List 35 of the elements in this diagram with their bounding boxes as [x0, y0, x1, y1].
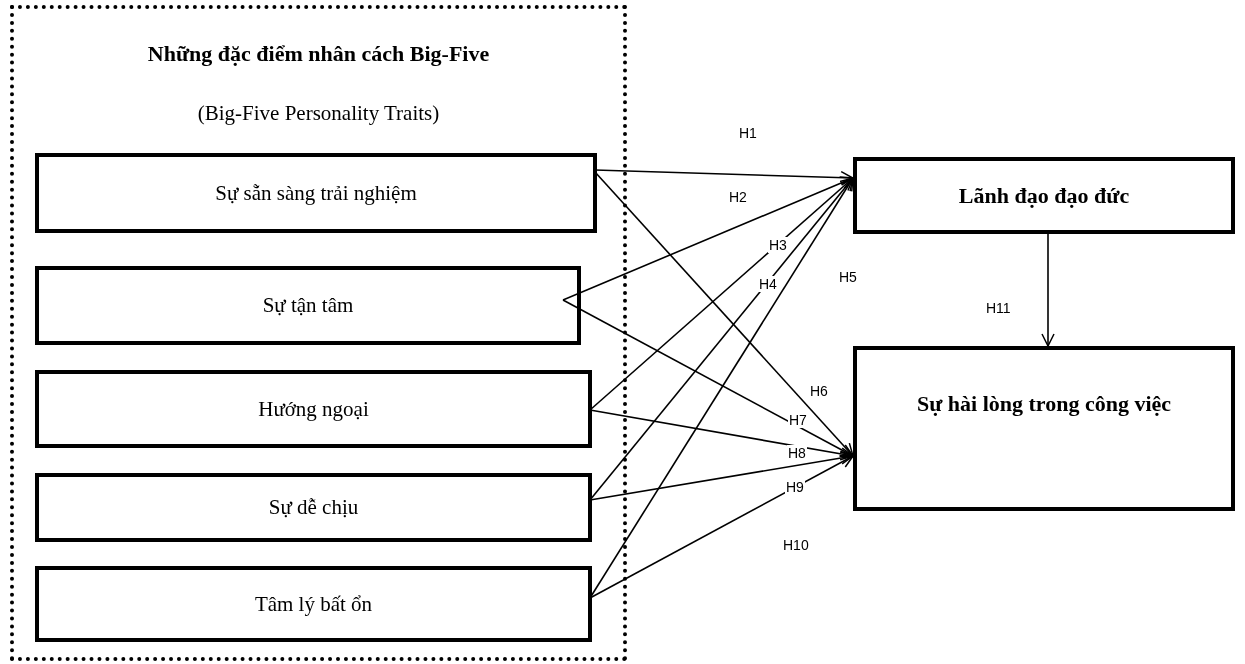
text-box	[35, 153, 597, 233]
box-label: Tâm lý bất ổn	[254, 591, 373, 617]
box-label: Hướng ngoại	[258, 396, 369, 422]
arrow	[594, 171, 854, 457]
arrow	[589, 451, 854, 501]
text-box	[35, 266, 581, 345]
edge-label: H6	[809, 383, 829, 399]
edge-label: H3	[768, 237, 788, 253]
edge-label: H10	[782, 537, 810, 553]
text-box	[35, 370, 592, 448]
text-box	[853, 346, 1235, 511]
box-label: Sự sẵn sàng trải nghiệm	[215, 180, 417, 206]
arrow	[562, 299, 854, 457]
box-label: Sự tận tâm	[262, 293, 354, 318]
edge-label: H9	[785, 479, 805, 495]
text-box	[853, 157, 1235, 234]
edge-label: H11	[985, 300, 1012, 316]
text-box	[35, 566, 592, 642]
group-title: Những đặc điểm nhân cách Big-Five	[147, 41, 490, 67]
edge-label: H8	[787, 445, 807, 461]
arrow	[589, 177, 854, 411]
arrow	[1041, 233, 1055, 347]
edge-label: H5	[838, 269, 858, 285]
group-subtitle: (Big-Five Personality Traits)	[197, 101, 440, 126]
arrow	[589, 455, 854, 599]
edge-label: H2	[728, 189, 748, 205]
edge-label: H7	[788, 412, 808, 428]
text-box	[35, 473, 592, 542]
box-label: Sự hài lòng trong công việc	[916, 390, 1172, 418]
edge-label: H4	[758, 276, 778, 292]
box-label: Lãnh đạo đạo đức	[958, 182, 1130, 209]
box-label: Sự dễ chịu	[268, 495, 359, 520]
edge-label: H1	[738, 125, 758, 141]
dotted-group-box	[10, 5, 627, 661]
arrow	[562, 176, 854, 301]
